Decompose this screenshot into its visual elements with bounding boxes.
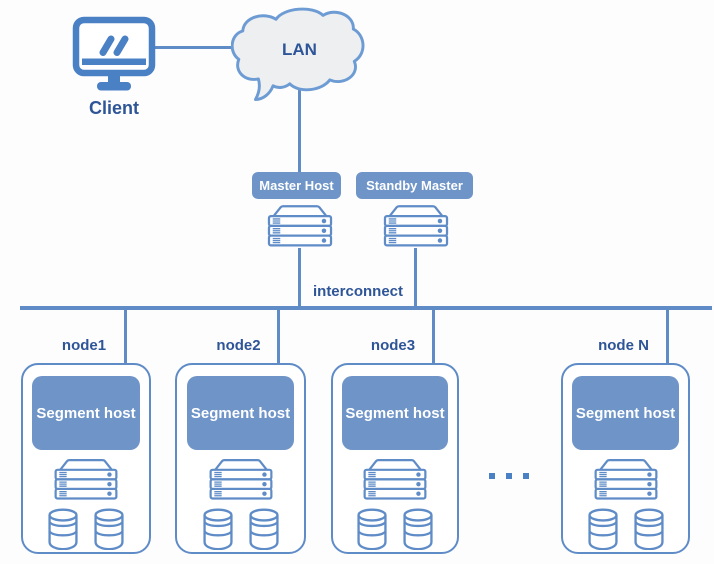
database-cylinder-icon [46,507,80,550]
database-cylinder-icon [92,507,126,550]
interconnect-bus-line [20,306,712,310]
client-monitor-icon [72,16,156,96]
connector-bus-node1 [124,310,127,364]
lan-label: LAN [282,40,317,59]
database-group [201,507,281,550]
database-cylinder-icon [355,507,389,550]
client-label: Client [88,98,139,118]
standby-master-badge: Standby Master [356,172,473,199]
segment-host-badge: Segment host [572,376,679,450]
segment-server-icon [47,456,125,502]
ellipsis-dots-icon [489,473,529,479]
database-group [355,507,435,550]
database-cylinder-icon [201,507,235,550]
connector-master-bus [298,248,301,306]
node3-label: node3 [370,337,416,354]
segment-host-badge: Segment host [186,376,295,450]
nodeN-label: node N [598,337,649,354]
segment-server-icon [587,456,665,502]
node1-label: node1 [61,337,107,354]
segment-host-badge: Segment host [32,376,140,450]
node-box-node3: Segment host [331,363,459,554]
connector-standby-bus [414,248,417,306]
connector-client-lan [153,46,237,49]
database-cylinder-icon [632,507,666,550]
connector-lan-master [298,84,301,172]
interconnect-label: interconnect [312,283,403,300]
segment-server-icon [356,456,434,502]
connector-bus-node2 [277,310,280,364]
node2-label: node2 [216,337,261,354]
segment-host-badge: Segment host [342,376,448,450]
database-cylinder-icon [247,507,281,550]
connector-bus-nodeN [666,310,669,364]
master-host-badge: Master Host [252,172,341,199]
standby-server-icon [377,202,455,249]
database-cylinder-icon [401,507,435,550]
node-box-node1: Segment host [21,363,151,554]
database-group [586,507,666,550]
master-server-icon [261,202,339,249]
connector-bus-node3 [432,310,435,364]
segment-server-icon [202,456,280,502]
database-group [46,507,126,550]
node-box-nodeN: Segment host [561,363,690,554]
node-box-node2: Segment host [175,363,306,554]
database-cylinder-icon [586,507,620,550]
